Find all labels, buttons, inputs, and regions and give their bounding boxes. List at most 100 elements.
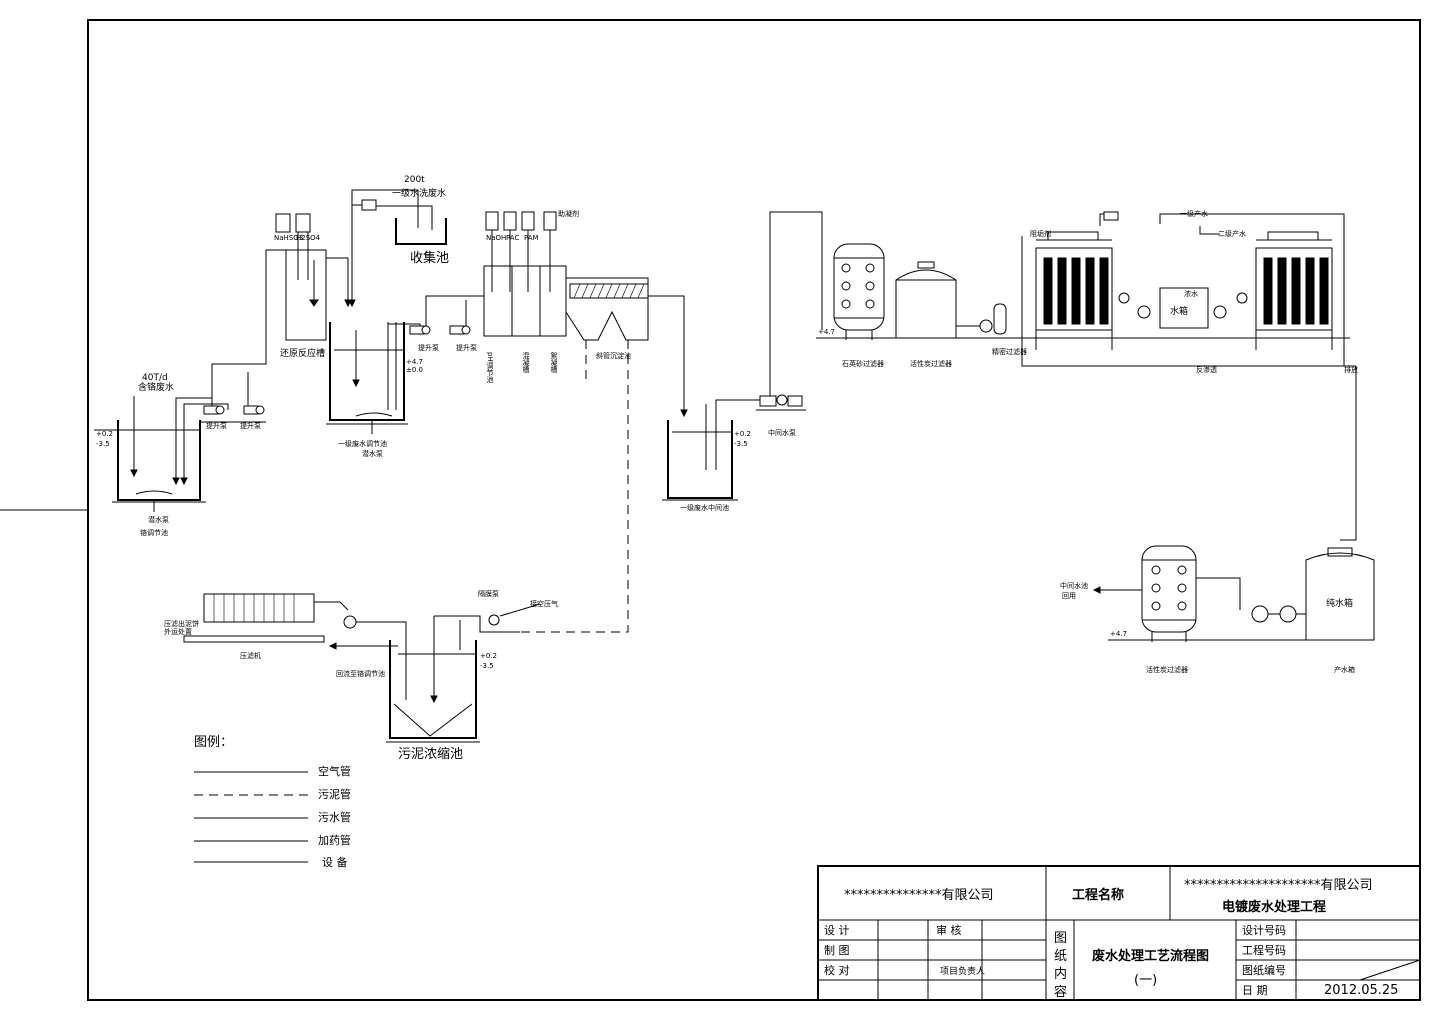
- ro_system-dose3-label: 二级产水: [1218, 229, 1246, 238]
- effluent_tank1-lvl1-label: +4.7: [406, 358, 423, 366]
- check-label: 校 对: [824, 963, 850, 977]
- filter-press: 压滤出泥饼 外运处置 压滤机 回流至铬调节池: [164, 593, 407, 700]
- legend: 图例： 空气管 污泥管 污水管 加药管 设 备: [194, 735, 351, 869]
- sludge-lvl1-label: +0.2: [480, 652, 497, 660]
- effluent-tank-1: +4.7 ±0.0 一级废水调节池 潜水泵: [326, 322, 423, 458]
- title-block: ***************有限公司 工程名称 ***************…: [817, 865, 1421, 1001]
- sludge-name-label: 污泥浓缩池: [398, 746, 463, 762]
- effluent_tank1-pump-label: 潜水泵: [362, 449, 383, 458]
- product_side-out_label2-label: 回用: [1062, 592, 1076, 600]
- intermediate_tank-lvl1-label: +0.2: [734, 430, 751, 438]
- filter_press-label2-label: 外运处置: [164, 627, 192, 636]
- product_side-level-label: +4.7: [1110, 630, 1127, 638]
- ro-system: 水箱 阻垢剂 一级产水 二级产水 浓水 反渗透 排放: [1021, 209, 1358, 541]
- reaction_tanks-2-label: 絮凝槽: [550, 351, 558, 374]
- equalization_tank-lvl2-label: -3.5: [96, 440, 110, 448]
- project-name: 电镀废水处理工程: [1222, 899, 1326, 915]
- design-no-label: 设计号码: [1242, 924, 1286, 937]
- ro_system-water_tank-label: 水箱: [1170, 305, 1188, 317]
- lift_pumps-0-label: 提升泵: [206, 421, 227, 430]
- legend-item-sludge: 污泥管: [318, 787, 351, 801]
- level_47-label: +4.7: [818, 328, 835, 336]
- reaction_chems-1-label: PAC: [506, 234, 519, 242]
- product-water-system: +4.7 活性炭过滤器 中间水池 回用 纯水箱 产水箱: [1060, 545, 1375, 674]
- project-lead-label: 项目负责人: [940, 965, 985, 977]
- collection_pool-name-label: 一级水洗废水: [392, 187, 446, 199]
- ro_system-name-label: 反渗透: [1196, 365, 1217, 374]
- content-label-1: 图: [1054, 931, 1067, 946]
- reaction_tanks-1-label: 混凝槽: [522, 351, 530, 374]
- reduction_tank-name-label: 还原反应槽: [280, 347, 325, 359]
- collection-pool: 200t 一级水洗废水 收集池: [348, 175, 449, 308]
- drawing-border: [87, 19, 1421, 1001]
- product_side-tank-label: 纯水箱: [1326, 597, 1353, 609]
- lift_pumps_2-1-label: 提升泵: [456, 343, 477, 352]
- filter_sand-label: 石英砂过滤器: [842, 359, 884, 368]
- ro_system-flush-label: 浓水: [1184, 289, 1198, 298]
- collection_pool-title-label: 收集池: [410, 250, 449, 266]
- filter_press-name-label: 压滤机: [240, 651, 261, 660]
- legend-title: 图例：: [194, 735, 233, 750]
- legend-item-air: 空气管: [318, 764, 351, 778]
- inclined-tube-settler: 斜管沉淀池: [520, 277, 688, 633]
- project-no-label: 工程号码: [1242, 944, 1286, 957]
- lift-pumps-1: 提升泵 提升泵: [200, 249, 288, 430]
- ro_system-dose1-label: 阻垢剂: [1030, 229, 1051, 238]
- content-label-3: 内: [1054, 966, 1067, 982]
- draw-label: 制 图: [824, 944, 850, 957]
- lift_pumps-1-label: 提升泵: [240, 421, 261, 430]
- intermediate-tank: +0.2 -3.5 一级废水中间池 中间水泵: [662, 211, 823, 512]
- filter_press-return-label: 回流至铬调节池: [336, 669, 385, 678]
- lift-pumps-2: 提升泵 提升泵: [409, 282, 485, 352]
- legend-item-dosing: 加药管: [318, 833, 351, 847]
- company-left: ***************有限公司: [844, 888, 994, 903]
- filter_press-label1-label: 压滤出泥饼: [164, 619, 199, 628]
- date-value: 2012.05.25: [1324, 983, 1398, 998]
- inflow-rate-label: 40T/d: [142, 373, 168, 383]
- reaction_chems-0-label: NaOH: [486, 234, 506, 242]
- lift_pumps_2-0-label: 提升泵: [418, 343, 439, 352]
- sludge-air-label: 接空压气: [530, 599, 558, 608]
- product_side-out_label1-label: 中间水池: [1060, 581, 1088, 590]
- reaction-tanks: NaOH PAC PAM 助凝剂 pH调节池 混凝槽 絮凝槽: [483, 209, 579, 383]
- design-label: 设 计: [824, 924, 850, 937]
- reaction_chems-3-label: 助凝剂: [558, 209, 579, 218]
- intermediate_tank-name-label: 一级废水中间池: [680, 503, 729, 512]
- intermediate_tank-pump-label: 中间水泵: [768, 428, 796, 437]
- sludge-thickener: +0.2 -3.5 隔膜泵 接空压气 污泥浓缩池: [386, 589, 558, 762]
- review-label: 审 核: [936, 923, 962, 937]
- product_side-tank_label-label: 产水箱: [1334, 665, 1355, 674]
- legend-item-equipment: 设 备: [322, 855, 348, 869]
- content-label-2: 纸: [1054, 949, 1067, 964]
- equalization_tank-lvl1-label: +0.2: [96, 430, 113, 438]
- sludge-lvl2-label: -3.5: [480, 662, 494, 670]
- ro_system-dose2-label: 一级产水: [1180, 209, 1208, 218]
- reaction_tanks-0-label: pH调节池: [486, 352, 494, 383]
- effluent_tank1-lvl2-label: ±0.0: [406, 366, 423, 374]
- sludge-pump-label: 隔膜泵: [478, 589, 499, 598]
- company-right: *********************有限公司: [1184, 878, 1373, 893]
- reduction-tank: NaHSO3 H2SO4 还原反应槽: [274, 213, 352, 359]
- equalization_tank-pump-label: 潜水泵: [148, 515, 169, 524]
- legend-item-sewage: 污水管: [318, 810, 351, 824]
- filter_carbon-label: 活性炭过滤器: [910, 359, 952, 368]
- reaction_chems-2-label: PAM: [524, 234, 539, 242]
- chromium-equalization-tank: 40T/d 含铬废水 +0.2 -3.5 潜水泵 铬调节池: [94, 373, 229, 537]
- carbon-filter: 活性炭过滤器 精密过滤器: [895, 261, 1027, 368]
- precision_filter-label: 精密过滤器: [992, 347, 1027, 356]
- date-label: 日 期: [1242, 984, 1268, 997]
- project-name-label: 工程名称: [1072, 887, 1124, 903]
- equalization_tank-name-label: 铬调节池: [140, 528, 168, 537]
- intermediate_tank-lvl2-label: -3.5: [734, 440, 748, 448]
- product_side-filter-label: 活性炭过滤器: [1146, 665, 1188, 674]
- content-label-4: 容: [1054, 984, 1067, 1000]
- inflow-desc-label: 含铬废水: [138, 381, 174, 393]
- reduction_tank-chem1-label: NaHSO3: [274, 234, 303, 242]
- effluent_tank1-name-label: 一级废水调节池: [338, 439, 387, 448]
- settler-label: 斜管沉淀池: [596, 351, 631, 360]
- ro_system-out-label: 排放: [1344, 365, 1358, 374]
- drawing-title: 废水处理工艺流程图: [1092, 948, 1209, 964]
- drawing-no-label: 图纸编号: [1242, 963, 1286, 977]
- drawing-subtitle: (一): [1134, 973, 1157, 988]
